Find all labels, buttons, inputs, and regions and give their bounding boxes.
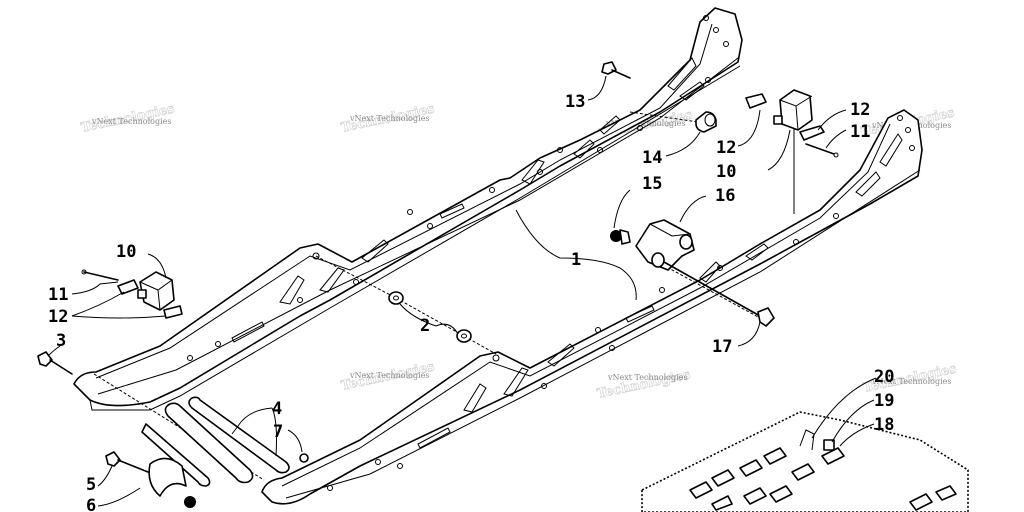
callout-1: 1: [571, 250, 581, 270]
callout-10: 10: [116, 242, 136, 262]
bolt-part-17: [663, 261, 775, 327]
callout-13: 13: [565, 92, 585, 112]
bracket-part-16: [635, 219, 695, 271]
callout-18: 18: [874, 415, 894, 435]
clip-part-12-upper: [745, 93, 825, 141]
svg-text:vNext Technologies: vNext Technologies: [871, 377, 951, 386]
callout-17: 17: [712, 337, 732, 357]
svg-text:vNext Technologies: vNext Technologies: [349, 114, 429, 123]
nut-part-7: [299, 453, 309, 463]
callout-labels: 13 14 12 10 12 11 15 16 1 10 11 12 3 2 1…: [48, 92, 894, 512]
callout-14: 14: [642, 148, 662, 168]
callout-12: 12: [716, 138, 736, 158]
pin-part-11-upper: [805, 143, 839, 158]
nut-part-15: [610, 229, 631, 245]
watermark-6: Technologies vNext Technologies: [339, 359, 436, 394]
bolt-part-3: [37, 351, 73, 375]
watermark-1: Technologies vNext Technologies: [79, 101, 176, 136]
callout-4: 4: [272, 399, 282, 419]
callout-6: 6: [86, 496, 96, 512]
callout-16: 16: [715, 186, 735, 206]
callout-5: 5: [86, 475, 96, 495]
bolt-part-5: [105, 451, 149, 473]
callout-7: 7: [273, 422, 283, 442]
svg-text:vNext Technologies: vNext Technologies: [91, 117, 171, 126]
leader-lines: [47, 75, 877, 507]
watermark-7: Technologies vNext Technologies: [595, 367, 692, 402]
clip-part-12-lower: [117, 279, 183, 319]
callout-2: 2: [420, 316, 430, 336]
callout-12: 12: [48, 307, 68, 327]
front-slide-rail: [261, 109, 923, 505]
callout-11: 11: [48, 285, 68, 305]
svg-text:vNext Technologies: vNext Technologies: [349, 371, 429, 380]
back-slide-rail: [73, 7, 743, 411]
callout-15: 15: [642, 174, 662, 194]
washer-part-2: [388, 291, 472, 343]
svg-text:vNext Technologies: vNext Technologies: [607, 373, 687, 382]
callout-20: 20: [874, 367, 894, 387]
cap-part-6: [148, 457, 196, 508]
callout-3: 3: [56, 331, 66, 351]
svg-text:vNext Technologies: vNext Technologies: [605, 119, 685, 128]
block-part-10-lower: [137, 271, 175, 311]
watermark-2: Technologies vNext Technologies: [339, 101, 436, 136]
spacer-part-14: [695, 111, 717, 133]
callout-12: 12: [850, 100, 870, 120]
callout-11: 11: [850, 122, 870, 142]
pin-part-11-lower: [81, 269, 119, 281]
callout-19: 19: [874, 391, 894, 411]
axle-part-4: [141, 396, 290, 487]
block-part-10-upper: [773, 89, 813, 131]
bolt-part-13: [601, 61, 631, 79]
track-assembly: [641, 411, 969, 512]
callout-10: 10: [716, 162, 736, 182]
